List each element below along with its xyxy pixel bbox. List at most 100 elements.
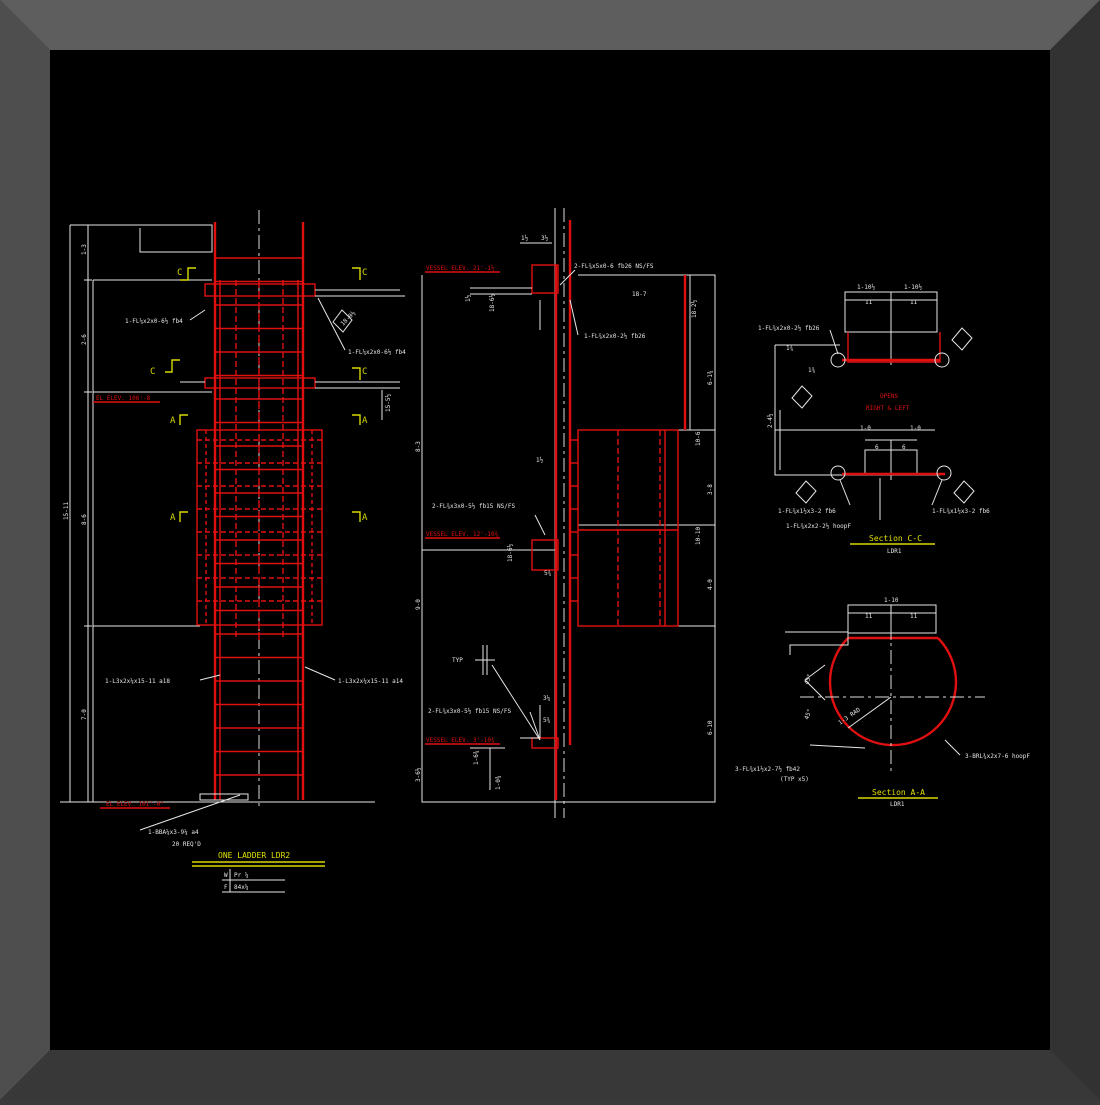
note-rail-right: 1-L3x2x¼x15-11 a14: [338, 678, 403, 685]
sc-top-4: 11: [910, 299, 918, 306]
frame-top-bevel: [0, 0, 1100, 50]
section-c-mark-r1: C: [362, 268, 367, 278]
tb-r2a: F: [224, 884, 228, 891]
side-low-4: 1-0¾: [495, 775, 502, 790]
sa-top-2: 11: [865, 613, 873, 620]
section-a-a-view: [785, 604, 985, 799]
tb-r2b: 84x¼: [234, 884, 249, 891]
vessel-elev-1: VESSEL ELEV. 21'-1½: [426, 265, 495, 272]
sc-mid-1: 1-0: [860, 425, 871, 432]
side-top-5: 18-6½: [489, 294, 496, 312]
side-top-3: 18-7: [632, 291, 647, 298]
sc-top-2: 1-10½: [904, 284, 922, 291]
side-note-b: 1-FL¾x2x0-2½ fb26: [584, 333, 646, 340]
section-a-mark-l1: A: [170, 416, 176, 426]
section-c-sub: LDR1: [887, 548, 902, 555]
note-fb4-right: 1-FL¼x2x0-6½ fb4: [348, 349, 406, 356]
sc-note-4: 1-FL¾x1½x3-2 fb6: [932, 508, 990, 515]
vessel-elev-3: VESSEL ELEV. 3'-10¾: [426, 737, 495, 744]
sc-top-3: 11: [865, 299, 873, 306]
side-view-labels: VESSEL ELEV. 21'-1½ VESSEL ELEV. 12'-10¾…: [415, 235, 714, 790]
side-dim-r1: 18-2½: [691, 300, 698, 318]
side-low-2: 5¾: [543, 717, 551, 724]
tb-r1b: Pr ¼: [234, 872, 249, 879]
ladder-elevation-view: [60, 210, 405, 893]
side-mid-3: 5¾: [544, 570, 552, 577]
sc-tag-3: 2-4½: [767, 413, 774, 428]
note-rail-left: 1-L3x2x¼x15-11 a18: [105, 678, 170, 685]
frame-right-bevel: [1050, 0, 1100, 1100]
dim-1-3: 1-3: [81, 244, 88, 255]
sc-open-2: RIGHT & LEFT: [866, 405, 910, 412]
note-rungs: 1-BBA¼x3-9¼ a4: [148, 829, 199, 836]
sc-note-2: 1-FL¾x1½x3-2 fb6: [778, 508, 836, 515]
section-a-mark-r2: A: [362, 513, 368, 523]
section-c-mark-r2: C: [362, 367, 367, 377]
side-dim-r6: 4-0: [707, 579, 714, 590]
section-c-c-view: [774, 291, 975, 545]
sc-mid-2: 1-0: [910, 425, 921, 432]
side-dim-9-0: 9-0: [415, 599, 422, 610]
sa-top-3: 11: [910, 613, 918, 620]
elevation-labels: 1-3 2-6 15-11 8-6 7-0 15-5½ EL ELEV. 106…: [63, 244, 406, 891]
side-note-a: 2-FL¾x5x0-6 fb26 NS/FS: [574, 263, 654, 270]
side-top-1: 1½: [521, 235, 529, 242]
section-c-mark-l2: C: [150, 367, 155, 377]
sa-note-1b: (TYP x5): [780, 776, 809, 783]
dim-15-5: 15-5½: [385, 394, 392, 412]
side-dim-r2: 6-1¾: [707, 370, 714, 385]
side-dim-r4: 3-8: [707, 484, 714, 495]
section-a-mark-l2: A: [170, 513, 176, 523]
side-mid-2: 18-6½: [507, 544, 514, 562]
side-dim-8-3: 8-3: [415, 441, 422, 452]
sa-angle-1: 45°: [803, 673, 813, 686]
section-c-title: Section C-C: [869, 534, 922, 543]
vessel-elev-2: VESSEL ELEV. 12'-10¾: [426, 531, 499, 538]
dim-2-6: 2-6: [81, 334, 88, 345]
elevation-title: ONE LADDER LDR2: [218, 851, 290, 860]
tb-r1a: W: [224, 872, 228, 879]
sc-tag-1: 1¾: [786, 345, 794, 352]
side-top-4: 1½: [465, 294, 472, 302]
note-fb4-left: 1-FL¼x2x0-6½ fb4: [125, 318, 183, 325]
side-low-3: 1-6¾: [473, 750, 480, 765]
side-note-d: 2-FL¾x3x0-5½ fb15 NS/FS: [428, 708, 511, 715]
sa-top-1: 1-10: [884, 597, 899, 604]
sc-tag-2: 1¾: [808, 367, 816, 374]
section-a-sub: LDR1: [890, 801, 905, 808]
ladder-side-view: [421, 208, 716, 818]
elev-bottom-label: EL ELEV. 101'-0": [106, 801, 164, 808]
note-req: 20 REQ'D: [172, 841, 201, 848]
side-dim-r5: 10-10: [695, 527, 702, 545]
frame-left-bevel: [0, 0, 50, 1100]
section-c-labels: 1-10½ 1-10½ 11 11 1-FL¾x2x0-2½ fb26 1¾ 1…: [758, 284, 990, 555]
side-dim-r3: 10-6: [695, 431, 702, 446]
side-dim-r7: 6-10: [707, 720, 714, 735]
sc-top-1: 1-10½: [857, 284, 875, 291]
sc-open-1: OPENS: [880, 393, 898, 400]
section-c-mark-l1: C: [177, 268, 182, 278]
frame-bottom-bevel: [0, 1050, 1100, 1100]
sc-note-3: 1-FL¾x2x2-2½ hoopF: [786, 523, 851, 530]
section-a-mark-r1: A: [362, 416, 368, 426]
sa-angle-2: 45°: [803, 708, 813, 721]
sc-mid-3: 6: [875, 444, 879, 451]
sc-note-1: 1-FL¾x2x0-2½ fb26: [758, 325, 820, 332]
side-dim-3-6: 3-6½: [415, 767, 422, 782]
dim-8-6: 8-6: [81, 514, 88, 525]
side-note-c: 2-FL¾x3x0-5½ fb15 NS/FS: [432, 503, 515, 510]
dim-7-0: 7-0: [81, 709, 88, 720]
ladder-rungs: [197, 257, 322, 776]
elev-top-label: EL ELEV. 106'-8: [96, 395, 151, 402]
sc-mid-4: 6: [902, 444, 906, 451]
side-low-1: 3¼: [543, 695, 551, 702]
sa-note-2: 3-BRL¾x2x7-6 hoopF: [965, 753, 1030, 760]
side-mid-1: 1½: [536, 457, 544, 464]
section-a-title: Section A-A: [872, 788, 925, 797]
side-top-2: 3½: [541, 235, 549, 242]
dim-15-11: 15-11: [63, 502, 70, 520]
side-typ: TYP: [452, 657, 463, 664]
sa-note-1: 3-FL¾x1½x2-7½ fb42: [735, 766, 800, 773]
